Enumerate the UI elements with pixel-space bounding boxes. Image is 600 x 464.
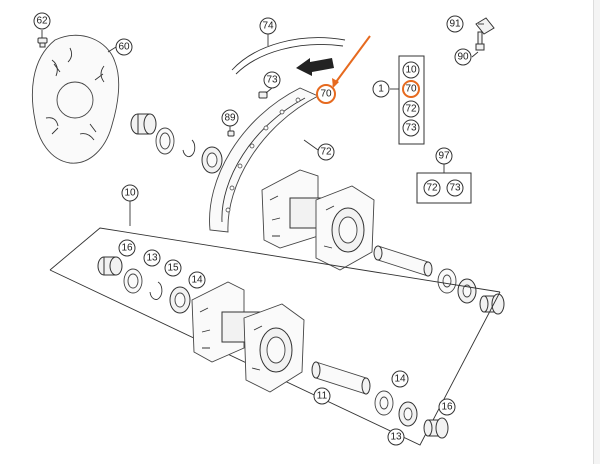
lower-right-bearing-set [374,390,449,439]
direction-arrow [296,58,334,76]
svg-text:16: 16 [441,402,453,413]
callout-74[interactable]: 74 [259,17,277,35]
svg-text:89: 89 [224,113,236,124]
callout-15[interactable]: 15 [164,259,182,277]
upper-right-axle-bearing-set [373,245,505,315]
svg-text:70: 70 [405,84,417,95]
callout-70-box-highlighted[interactable]: 70 [402,80,420,98]
svg-text:62: 62 [36,16,48,27]
upper-hub [261,169,375,271]
svg-text:73: 73 [449,183,461,194]
callout-62[interactable]: 62 [33,12,51,30]
callout-91[interactable]: 91 [446,15,464,33]
callout-90[interactable]: 90 [454,48,472,66]
hub-assembly-bracket [49,200,501,446]
callout-14-left[interactable]: 14 [188,271,206,289]
svg-text:15: 15 [167,263,179,274]
svg-text:14: 14 [191,275,203,286]
brake-disc [31,34,120,164]
callout-73-box[interactable]: 73 [402,119,420,137]
upper-left-bearing-set [130,113,223,174]
svg-text:13: 13 [390,432,402,443]
svg-text:11: 11 [317,391,328,402]
lower-left-bearing-set [97,256,191,314]
callout-73-kit[interactable]: 73 [446,179,464,197]
callout-60[interactable]: 60 [115,38,133,56]
disc-bolt [37,37,48,48]
callout-97[interactable]: 97 [435,147,453,165]
callout-72-kit[interactable]: 72 [423,179,441,197]
svg-text:10: 10 [405,65,417,76]
svg-text:73: 73 [266,75,278,86]
callout-72-rim[interactable]: 72 [317,143,335,161]
svg-text:13: 13 [146,253,158,264]
callout-1[interactable]: 1 [372,80,390,98]
svg-text:72: 72 [405,104,417,115]
svg-text:97: 97 [438,151,450,162]
svg-text:72: 72 [320,147,332,158]
callout-70-highlighted[interactable]: 70 [316,84,336,104]
svg-text:10: 10 [124,188,136,199]
lower-hub [191,281,305,393]
svg-text:70: 70 [320,89,332,100]
callout-16-left[interactable]: 16 [118,239,136,257]
svg-text:91: 91 [449,19,461,30]
scrollbar-edge[interactable] [593,0,600,464]
rim-tape [231,37,346,75]
orange-pointer-arrow [332,35,371,88]
svg-text:16: 16 [121,243,133,254]
callout-11[interactable]: 11 [313,387,331,405]
callout-13-right[interactable]: 13 [387,428,405,446]
callout-10-hub[interactable]: 10 [121,184,139,202]
svg-text:74: 74 [262,21,274,32]
callout-89[interactable]: 89 [221,109,239,127]
svg-text:1: 1 [378,84,384,95]
spoke-nipple [227,91,268,137]
leader-lines [41,23,484,151]
svg-text:90: 90 [457,52,469,63]
tire-valve [475,17,495,51]
callout-16-right[interactable]: 16 [438,398,456,416]
svg-text:60: 60 [118,42,130,53]
lower-axle-spacer [311,361,371,395]
callout-73-upper[interactable]: 73 [263,71,281,89]
svg-text:14: 14 [394,374,406,385]
callout-10-box[interactable]: 10 [402,61,420,79]
callout-14-right[interactable]: 14 [391,370,409,388]
svg-text:72: 72 [426,183,438,194]
callout-72-box[interactable]: 72 [402,100,420,118]
callout-13-left[interactable]: 13 [143,249,161,267]
svg-text:73: 73 [405,123,417,134]
